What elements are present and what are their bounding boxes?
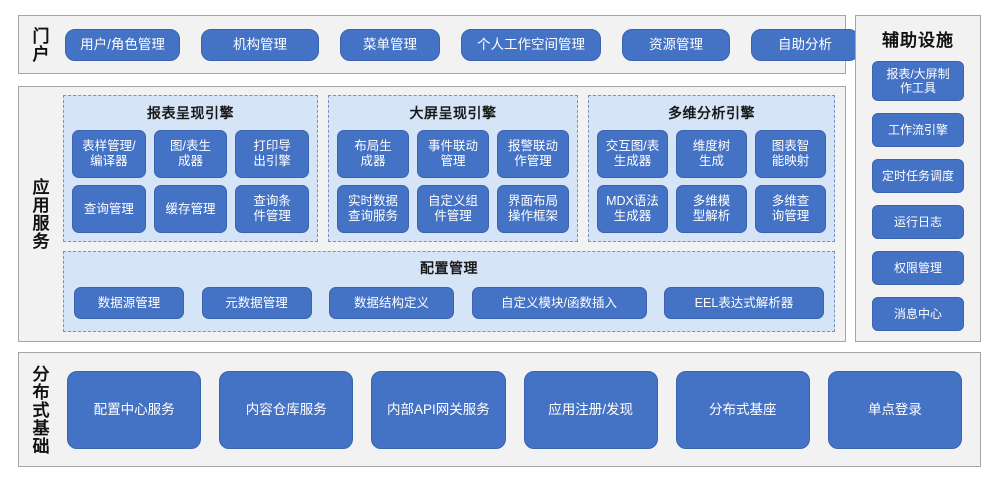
configuration-management-title: 配置管理 xyxy=(420,260,478,276)
portal-item-menu-management[interactable]: 菜单管理 xyxy=(340,28,440,61)
engine-item-multidimensional-model-parsing[interactable]: 多维模 型解析 xyxy=(676,185,747,233)
configuration-management-panel: 配置管理 数据源管理 元数据管理 数据结构定义 自定义模块/函数插入 EEL表达… xyxy=(63,251,835,332)
portal-item-personal-workspace-management[interactable]: 个人工作空间管理 xyxy=(461,28,601,61)
portal-item-user-role-management[interactable]: 用户/角色管理 xyxy=(65,28,180,61)
portal-item-resource-management[interactable]: 资源管理 xyxy=(622,28,730,61)
engine-item-event-linkage-management[interactable]: 事件联动 管理 xyxy=(417,130,489,178)
engine-item-mdx-syntax-generator[interactable]: MDX语法 生成器 xyxy=(597,185,668,233)
engine-item-interactive-chart-table-generator[interactable]: 交互图/表 生成器 xyxy=(597,130,668,178)
engine-item-print-export-engine[interactable]: 打印导 出引擎 xyxy=(235,130,309,178)
portal-section-label: 门户 xyxy=(29,26,49,63)
engines-row: 报表呈现引擎 表样管理/ 编译器 图/表生 成器 打印导 出引擎 查询管理 缓存… xyxy=(63,95,835,242)
engine-item-realtime-data-query-service[interactable]: 实时数据 查询服务 xyxy=(337,185,409,233)
distributed-item-content-repository-service[interactable]: 内容仓库服务 xyxy=(219,370,354,449)
engine-item-chart-intelligent-mapping[interactable]: 图表智 能映射 xyxy=(755,130,826,178)
portal-item-org-management[interactable]: 机构管理 xyxy=(201,28,319,61)
portal-item-list: 用户/角色管理 机构管理 菜单管理 个人工作空间管理 资源管理 自助分析 xyxy=(59,16,871,73)
config-item-metadata-management[interactable]: 元数据管理 xyxy=(201,287,312,319)
config-item-eel-expression-parser[interactable]: EEL表达式解析器 xyxy=(664,287,824,319)
engine-item-custom-component-management[interactable]: 自定义组 件管理 xyxy=(417,185,489,233)
application-services-section: 应用服务 报表呈现引擎 表样管理/ 编译器 图/表生 成器 打印导 出引擎 查询… xyxy=(18,86,846,342)
auxiliary-facilities-item-list: 报表/大屏制 作工具 工作流引擎 定时任务调度 运行日志 权限管理 消息中心 xyxy=(856,61,980,333)
distributed-item-single-sign-on[interactable]: 单点登录 xyxy=(827,370,963,449)
auxiliary-facilities-section: 辅助设施 报表/大屏制 作工具 工作流引擎 定时任务调度 运行日志 权限管理 消… xyxy=(855,15,981,342)
multidimensional-analysis-engine-items: 交互图/表 生成器 维度树 生成 图表智 能映射 MDX语法 生成器 多维模 型… xyxy=(597,130,826,233)
aux-item-report-bigscreen-authoring-tool[interactable]: 报表/大屏制 作工具 xyxy=(872,61,964,101)
config-item-datasource-management[interactable]: 数据源管理 xyxy=(74,287,184,319)
multidimensional-analysis-engine-title: 多维分析引擎 xyxy=(668,105,755,121)
aux-item-permission-management[interactable]: 权限管理 xyxy=(872,251,964,285)
engine-item-dimension-tree-generation[interactable]: 维度树 生成 xyxy=(676,130,747,178)
distributed-foundation-item-list: 配置中心服务 内容仓库服务 内部API网关服务 应用注册/发现 分布式基座 单点… xyxy=(59,353,980,466)
big-screen-rendering-engine-title: 大屏呈现引擎 xyxy=(409,105,497,121)
engine-item-template-management-compiler[interactable]: 表样管理/ 编译器 xyxy=(72,130,146,178)
report-rendering-engine-panel: 报表呈现引擎 表样管理/ 编译器 图/表生 成器 打印导 出引擎 查询管理 缓存… xyxy=(63,95,318,242)
aux-item-workflow-engine[interactable]: 工作流引擎 xyxy=(872,113,964,147)
portal-item-self-service-analysis[interactable]: 自助分析 xyxy=(751,28,859,61)
engine-item-cache-management[interactable]: 缓存管理 xyxy=(153,185,228,233)
aux-item-scheduled-task-scheduling[interactable]: 定时任务调度 xyxy=(872,159,964,193)
big-screen-rendering-engine-items: 布局生 成器 事件联动 管理 报警联动 作管理 实时数据 查询服务 自定义组 件… xyxy=(337,130,569,233)
portal-section: 门户 用户/角色管理 机构管理 菜单管理 个人工作空间管理 资源管理 自助分析 xyxy=(18,15,859,74)
distributed-foundation-section-label: 分布式基础 xyxy=(29,364,49,455)
auxiliary-facilities-title: 辅助设施 xyxy=(882,31,954,50)
engine-item-query-condition-management[interactable]: 查询条 件管理 xyxy=(235,185,309,233)
engine-item-ui-layout-operation-framework[interactable]: 界面布局 操作框架 xyxy=(497,185,569,233)
application-services-section-label: 应用服务 xyxy=(29,178,49,250)
report-rendering-engine-items: 表样管理/ 编译器 图/表生 成器 打印导 出引擎 查询管理 缓存管理 查询条 … xyxy=(72,130,309,233)
engine-item-layout-generator[interactable]: 布局生 成器 xyxy=(337,130,409,178)
big-screen-rendering-engine-panel: 大屏呈现引擎 布局生 成器 事件联动 管理 报警联动 作管理 实时数据 查询服务… xyxy=(328,95,578,242)
config-item-custom-module-function-insert[interactable]: 自定义模块/函数插入 xyxy=(471,287,647,319)
application-services-content: 报表呈现引擎 表样管理/ 编译器 图/表生 成器 打印导 出引擎 查询管理 缓存… xyxy=(59,87,845,341)
report-rendering-engine-title: 报表呈现引擎 xyxy=(147,105,234,121)
config-item-data-structure-definition[interactable]: 数据结构定义 xyxy=(329,287,454,319)
multidimensional-analysis-engine-panel: 多维分析引擎 交互图/表 生成器 维度树 生成 图表智 能映射 MDX语法 生成… xyxy=(588,95,835,242)
distributed-item-internal-api-gateway-service[interactable]: 内部API网关服务 xyxy=(371,370,506,449)
engine-item-multidimensional-query-management[interactable]: 多维查 询管理 xyxy=(755,185,826,233)
distributed-foundation-section: 分布式基础 配置中心服务 内容仓库服务 内部API网关服务 应用注册/发现 分布… xyxy=(18,352,981,467)
distributed-item-app-registration-discovery[interactable]: 应用注册/发现 xyxy=(523,370,658,449)
configuration-management-items: 数据源管理 元数据管理 数据结构定义 自定义模块/函数插入 EEL表达式解析器 xyxy=(74,285,824,321)
engine-item-query-management[interactable]: 查询管理 xyxy=(72,185,146,233)
aux-item-message-center[interactable]: 消息中心 xyxy=(872,297,964,331)
distributed-item-config-center-service[interactable]: 配置中心服务 xyxy=(67,370,202,449)
distributed-item-distributed-base[interactable]: 分布式基座 xyxy=(675,370,810,449)
engine-item-chart-table-generator[interactable]: 图/表生 成器 xyxy=(153,130,228,178)
aux-item-runtime-log[interactable]: 运行日志 xyxy=(872,205,964,239)
engine-item-alarm-linkage-action-management[interactable]: 报警联动 作管理 xyxy=(497,130,569,178)
